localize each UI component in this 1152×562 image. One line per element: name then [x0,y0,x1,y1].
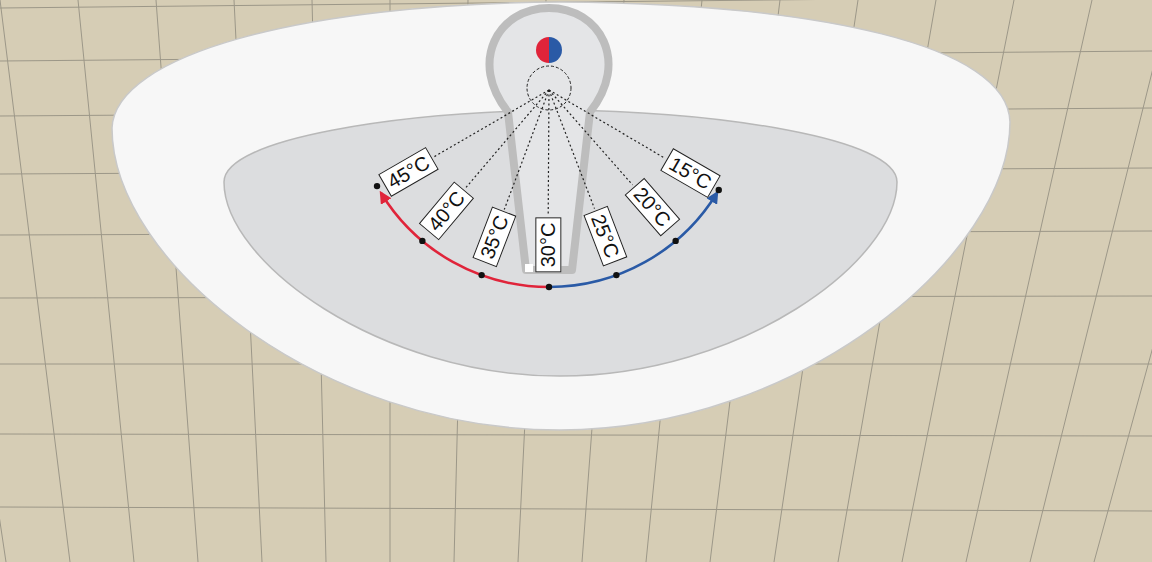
temperature-label: 30°C [535,218,561,273]
arc-dots [374,183,722,290]
arc-dot [478,272,484,278]
arc-dot [672,238,678,244]
hot-indicator [536,37,549,63]
arc-dot [716,187,722,193]
tile-line [1030,0,1152,562]
leader-line [549,90,665,158]
tile-line [1094,0,1152,562]
leader-line [504,90,549,210]
tile-line [0,507,1152,511]
tile-line [0,0,70,562]
arc-dot [374,183,380,189]
faucet-tip [525,264,533,272]
pivot-circle [527,66,571,110]
sink-outer [112,2,1010,430]
cold-arc [549,193,717,287]
leader-line [548,90,550,216]
leader-line [549,90,594,209]
tile-line [0,0,6,562]
cold-indicator [549,37,562,63]
temperature-text: 30°C [537,223,559,268]
tile-line [78,0,134,562]
arc-dot [419,238,425,244]
tile-line [0,434,1152,436]
leader-line [465,90,549,189]
leader-line [549,90,633,185]
arc-dot [546,284,552,290]
arc-dot [613,272,619,278]
leader-line [433,90,549,157]
